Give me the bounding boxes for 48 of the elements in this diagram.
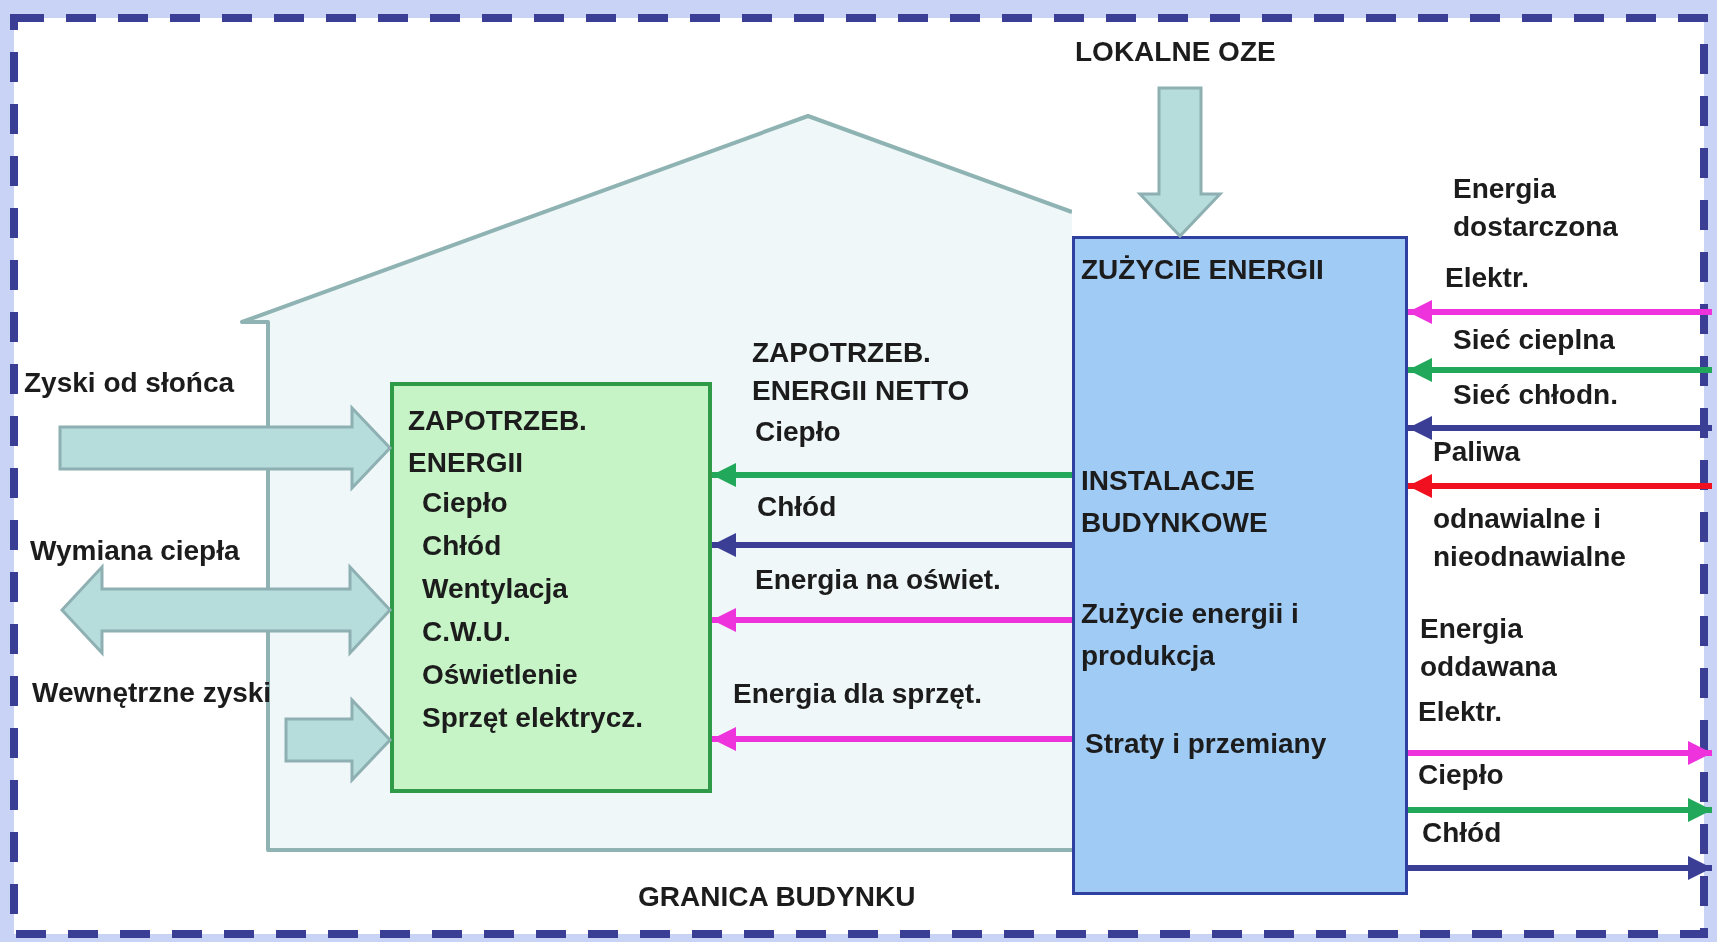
edge-label: Chłód <box>757 490 837 524</box>
block-arrow <box>284 696 393 784</box>
text-label: odnawialne i nieodnawialne <box>1433 502 1627 574</box>
edge-label: Wewnętrzne zyski <box>32 676 272 710</box>
arrow <box>712 608 1072 632</box>
block-arrow <box>1136 86 1224 239</box>
double-block-arrow <box>59 563 393 657</box>
edge-label: Sieć cieplna <box>1453 323 1615 357</box>
box-text: Ciepło <box>422 486 508 520</box>
box-heading: ZUŻYCIE ENERGII <box>1081 253 1325 287</box>
edge-label: Ciepło <box>755 415 841 449</box>
box-text: Oświetlenie <box>422 658 578 692</box>
text-label: Energia oddawana <box>1420 612 1558 684</box>
edge-label: Ciepło <box>1418 758 1504 792</box>
block-arrow <box>58 404 393 492</box>
box-text: Wentylacja <box>422 572 568 606</box>
edge-label: LOKALNE OZE <box>1075 35 1276 69</box>
demand-box <box>390 382 712 793</box>
arrow <box>1408 856 1712 880</box>
edge-label: Sieć chłodn. <box>1453 378 1618 412</box>
arrow <box>1408 474 1712 498</box>
arrow <box>1408 300 1712 324</box>
edge-label: Paliwa <box>1433 435 1521 469</box>
box-text: INSTALACJE BUDYNKOWE <box>1081 464 1269 540</box>
box-text: Zużycie energii i produkcja <box>1081 597 1300 673</box>
edge-label: Wymiana ciepła <box>30 534 240 568</box>
arrow <box>712 727 1072 751</box>
edge-label: Elektr. <box>1418 695 1503 729</box>
edge-label: Zyski od słońca <box>24 366 235 400</box>
arrow <box>1408 741 1712 765</box>
arrow <box>712 533 1072 557</box>
edge-label: Chłód <box>1422 816 1502 850</box>
text-label: Energia dostarczona <box>1453 172 1619 244</box>
arrow <box>1408 358 1712 382</box>
box-text: C.W.U. <box>422 615 511 649</box>
text-label: ZAPOTRZEB. ENERGII NETTO <box>752 336 971 408</box>
box-heading: ZAPOTRZEB. ENERGII <box>408 404 588 480</box>
text-label: GRANICA BUDYNKU <box>638 880 917 914</box>
edge-label: Energia dla sprzęt. <box>733 677 982 711</box>
edge-label: Elektr. <box>1445 261 1530 295</box>
edge-label: Energia na oświet. <box>755 563 1001 597</box>
arrow <box>1408 798 1712 822</box>
box-text: Chłód <box>422 529 502 563</box>
arrow <box>1408 416 1712 440</box>
system-box <box>1072 236 1408 895</box>
box-text: Straty i przemiany <box>1085 727 1328 761</box>
arrow <box>712 463 1072 487</box>
box-text: Sprzęt elektrycz. <box>422 701 643 735</box>
